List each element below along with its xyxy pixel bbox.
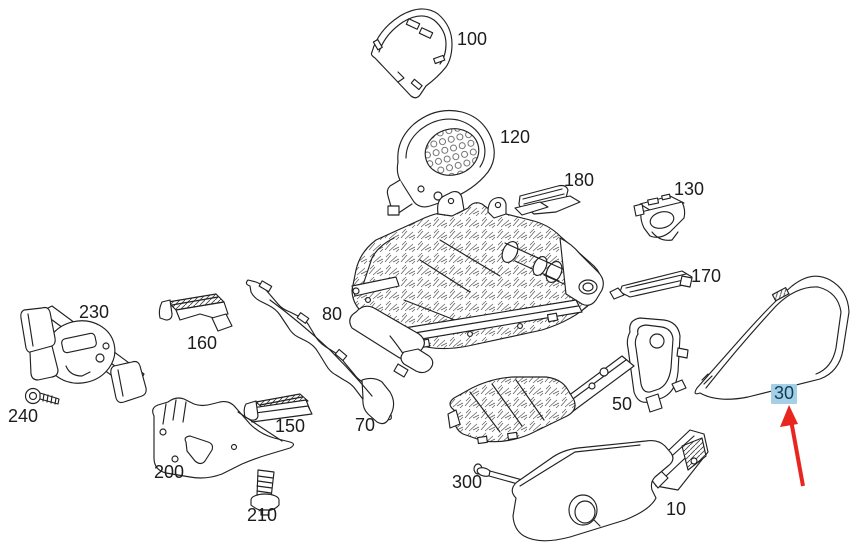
callout-70[interactable]: 70 [355,415,376,435]
callout-210[interactable]: 210 [247,505,278,525]
callout-120[interactable]: 120 [500,127,531,147]
callout-160[interactable]: 160 [187,333,218,353]
callout-300[interactable]: 300 [452,472,483,492]
callout-180[interactable]: 180 [564,170,595,190]
callout-50[interactable]: 50 [612,394,633,414]
part-50-drawing [447,317,689,445]
callout-200[interactable]: 200 [154,462,185,482]
callout-10[interactable]: 10 [666,499,687,519]
callout-150[interactable]: 150 [275,416,306,436]
part-150-drawing [243,393,313,423]
part-80-drawing [349,305,434,378]
part-120-drawing [386,109,495,216]
seat-frame-assembly-drawing [351,191,604,350]
part-240-drawing [24,387,60,405]
callout-130[interactable]: 130 [674,179,705,199]
part-100-drawing [370,8,453,99]
callout-240[interactable]: 240 [8,406,39,426]
part-70-drawing [245,279,395,425]
callout-100[interactable]: 100 [457,29,488,49]
part-200-drawing [152,397,295,479]
part-230-drawing [20,305,147,404]
part-30-drawing [694,275,850,400]
callout-30-highlighted[interactable]: 30 [771,383,798,404]
callout-170[interactable]: 170 [691,266,722,286]
part-160-drawing [158,293,233,332]
part-10-drawing [511,429,709,542]
selection-arrow [780,405,805,487]
part-170-drawing [609,270,693,300]
part-210-drawing [250,469,280,516]
part-180-drawing [514,184,581,216]
callout-230[interactable]: 230 [79,302,110,322]
callout-80[interactable]: 80 [322,304,343,324]
part-130-drawing [633,193,686,241]
